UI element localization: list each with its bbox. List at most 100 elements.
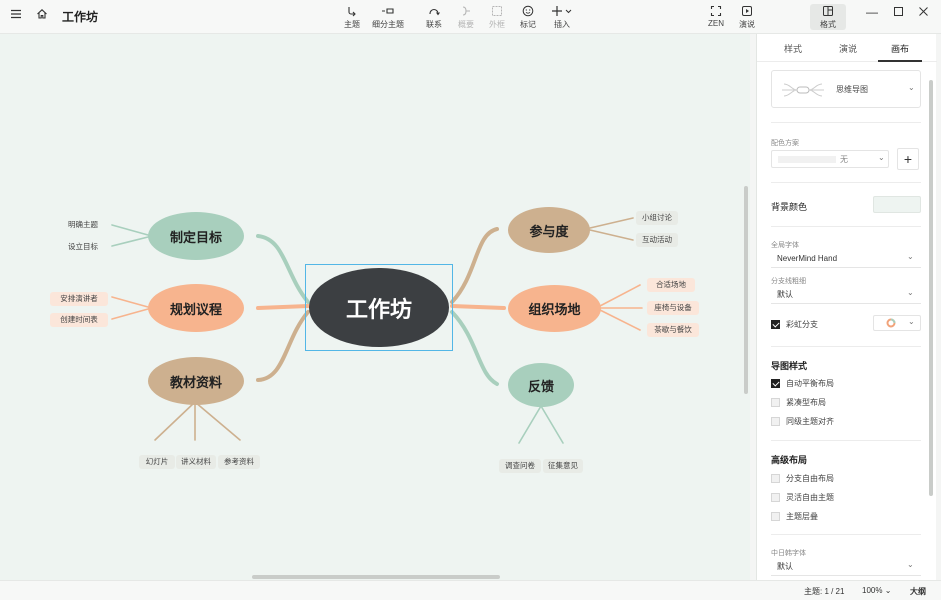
color-scheme-value: 无 [840,155,848,164]
maximize-button[interactable] [888,3,908,23]
branch-venue [450,304,506,310]
relation-icon [429,8,440,16]
chevron-down-icon: ⌄ [908,83,915,92]
zen-button[interactable]: ZEN [698,5,734,28]
checkbox[interactable] [771,492,780,502]
subtopic[interactable]: 参考资料 [218,455,260,469]
global-font-value: NeverMind Hand [777,254,838,263]
format-button[interactable]: 格式 [810,4,846,30]
cjk-font-label: 中日韩字体 [771,550,806,557]
auto-balance-toggle[interactable]: 自动平衡布局 [771,377,834,389]
panel-tabs: 样式 演说 画布 [757,34,937,62]
topic-venue[interactable]: 组织场地 [508,285,601,332]
subtopic[interactable]: 调查问卷 [499,459,541,473]
panel-icon [823,6,833,16]
topic-feedback[interactable]: 反馈 [508,363,574,407]
tab-canvas[interactable]: 画布 [890,44,909,54]
color-scheme-select[interactable]: 无 ⌄ [771,150,889,168]
home-icon[interactable] [36,7,48,25]
topic-venue-label: 组织场地 [528,302,581,317]
topic-button[interactable]: 主题 [334,5,370,30]
tab-style[interactable]: 样式 [783,44,802,54]
subtopic[interactable]: 合适场地 [647,278,695,292]
branch-goal [256,234,310,304]
title-bar: 工作坊 主题 细分主题 联系 概要 外框 标记 插入 ZEN 演说 格式 — [0,0,941,34]
summary-button[interactable]: 概要 [448,5,484,30]
subtopic[interactable]: 安排演讲者 [50,292,108,306]
color-scheme-preview [778,156,836,163]
subtopic[interactable]: 茶歇与餐饮 [647,323,699,337]
horizontal-scrollbar[interactable] [252,575,500,579]
topic-overlap-toggle[interactable]: 主题层叠 [771,510,818,522]
subtopic[interactable]: 互动活动 [636,233,678,247]
topic-agenda[interactable]: 规划议程 [148,284,244,332]
align-siblings-label: 同级主题对齐 [786,416,834,426]
subtopic[interactable]: 创建时间表 [50,313,108,327]
align-siblings-toggle[interactable]: 同级主题对齐 [771,415,834,427]
topic-overlap-label: 主题层叠 [786,511,818,521]
insert-button[interactable]: 插入 [544,5,580,30]
cjk-font-select[interactable]: 默认 ⌄ [771,558,921,576]
play-icon [742,6,752,16]
tab-present[interactable]: 演说 [838,44,857,54]
checkbox[interactable] [771,511,780,521]
close-button[interactable] [913,3,933,23]
divider [771,440,921,441]
theme-selector[interactable]: 思维导图 ⌄ [771,70,921,108]
subtopic[interactable]: 征集意见 [543,459,583,473]
mindmap-structure-icon [782,83,824,97]
smiley-icon [522,5,534,17]
divider [771,182,921,183]
zoom-level[interactable]: 100% ⌄ [862,586,892,595]
vertical-scrollbar[interactable] [744,186,748,394]
free-topic-label: 灵活自由主题 [786,492,834,502]
divider [771,346,921,347]
subtopic[interactable]: 明确主题 [68,220,98,229]
rainbow-color-select[interactable]: ⌄ [873,315,921,331]
branch-width-select[interactable]: 默认 ⌄ [771,286,921,304]
subtopic[interactable]: 讲义材料 [176,455,216,469]
color-scheme-label: 配色方案 [771,140,799,147]
subtopic[interactable]: 设立目标 [68,242,98,251]
central-topic[interactable]: 工作坊 [305,264,453,351]
menu-icon[interactable] [10,7,22,25]
marker-button[interactable]: 标记 [510,5,546,30]
document-title: 工作坊 [62,9,99,24]
topic-engagement[interactable]: 参与度 [508,207,590,253]
minimize-button[interactable]: — [866,5,878,19]
global-font-select[interactable]: NeverMind Hand ⌄ [771,250,921,268]
subtopic[interactable]: 幻灯片 [139,455,175,469]
branch-width-label: 分支线粗细 [771,278,806,285]
checkbox[interactable] [771,378,780,388]
bg-color-swatch[interactable] [873,196,921,213]
chevron-down-icon: ⌄ [878,153,885,162]
checkbox[interactable] [771,397,780,407]
checkbox[interactable] [771,416,780,426]
topic-goal[interactable]: 制定目标 [148,212,244,260]
rainbow-branch-label: 彩虹分支 [786,319,818,329]
branch-agenda [256,304,310,310]
compact-layout-toggle[interactable]: 紧凑型布局 [771,396,826,408]
subtopic[interactable]: 座椅与设备 [647,301,699,315]
topic-material[interactable]: 教材资料 [148,357,244,405]
chevron-down-icon: ⌄ [908,317,915,326]
boundary-button[interactable]: 外框 [479,5,515,30]
free-branch-toggle[interactable]: 分支自由布局 [771,472,834,484]
present-button[interactable]: 演说 [729,5,765,30]
branch-engagement [450,227,499,304]
add-color-scheme-button[interactable]: + [897,148,919,170]
checkbox[interactable] [771,473,780,483]
subtopic[interactable]: 小组讨论 [636,211,678,225]
topic-feedback-label: 反馈 [527,378,554,394]
panel-scrollbar[interactable] [929,80,933,496]
subtopic-button[interactable]: 细分主题 [370,5,406,30]
outline-button[interactable]: 大纲 [910,587,926,596]
relation-button[interactable]: 联系 [416,5,452,30]
free-topic-toggle[interactable]: 灵活自由主题 [771,491,834,503]
checkbox[interactable] [771,319,780,329]
mindmap-canvas[interactable]: 工作坊 制定目标 规划议程 教材资料 参与度 组织场地 反馈 明确主题 设立目标… [0,34,750,580]
topic-material-label: 教材资料 [169,374,222,390]
tab-indicator [878,60,922,62]
auto-balance-label: 自动平衡布局 [786,378,834,388]
rainbow-branch-toggle[interactable]: 彩虹分支 [771,318,818,330]
